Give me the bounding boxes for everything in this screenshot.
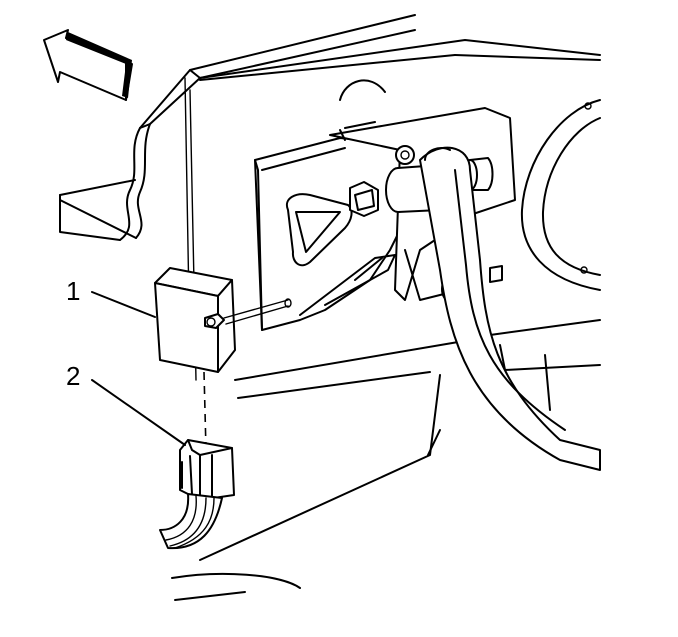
brake-pedal-arm [419,146,601,471]
front-direction-arrow-icon [43,29,133,101]
callout-1-leader [91,291,156,318]
brake-light-switch [154,267,292,373]
callout-2-label: 2 [66,361,81,391]
dash-panel [59,14,601,601]
callout-1-label: 1 [66,276,81,306]
callout-2-leader [91,379,186,446]
electrical-connector [159,439,235,550]
connector-alignment-line [203,371,207,451]
